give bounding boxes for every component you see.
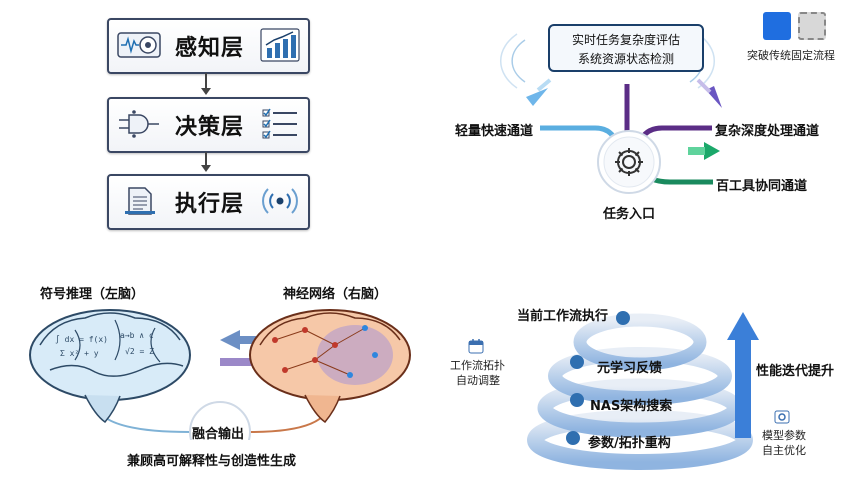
symbolic-brain-icon: ∫ dx = f(x) Σ x² + y a→b ∧ c √2 = Z	[29, 309, 191, 424]
brains-caption: 兼顾高可解释性与创造性生成	[127, 454, 297, 469]
tool-arrow-icon	[704, 142, 720, 160]
signal-broadcast-icon	[262, 188, 298, 214]
arrow-perception-to-decision	[201, 73, 211, 95]
model-label-2: 自主优化	[762, 444, 806, 457]
routing-diagram	[500, 33, 722, 194]
model-label-1: 模型参数	[762, 429, 806, 442]
svg-text:a→b ∧ c: a→b ∧ c	[120, 331, 154, 340]
model-settings-icon	[774, 410, 790, 424]
legend-blue-square	[763, 12, 791, 40]
workflow-label-2: 自动调整	[456, 374, 500, 387]
workflow-label-1: 工作流拓扑	[450, 359, 505, 372]
sensor-wave-icon	[117, 32, 161, 58]
symbolic-title: 符号推理（左脑）	[40, 287, 145, 302]
monitor-box: 实时任务复杂度评估 系统资源状态检测	[548, 24, 704, 72]
neural-title: 神经网络（右脑）	[283, 287, 388, 302]
improve-label: 性能迭代提升	[756, 364, 835, 379]
execution-layer-label: 执行层	[175, 192, 245, 217]
fast-channel-label: 轻量快速通道	[455, 124, 534, 139]
spiral-params-label: 参数/拓扑重构	[588, 436, 671, 451]
svg-text:√2 = Z: √2 = Z	[125, 347, 154, 356]
entry-label: 任务入口	[603, 207, 656, 222]
fast-arrow-icon	[526, 88, 548, 106]
neural-brain-icon	[249, 309, 411, 424]
bar-chart-icon	[260, 28, 300, 62]
workflow-calendar-icon	[468, 339, 484, 354]
gear-icon	[615, 148, 643, 176]
spiral-nas-label: NAS架构搜索	[590, 399, 673, 414]
monitor-line-2: 系统资源状态检测	[577, 52, 674, 66]
brains-illustration: ∫ dx = f(x) Σ x² + y a→b ∧ c √2 = Z	[29, 309, 411, 440]
legend-gray-square	[798, 12, 826, 40]
fusion-label: 融合输出	[192, 427, 245, 442]
upward-arrow-icon	[727, 312, 759, 438]
svg-text:∫ dx = f(x): ∫ dx = f(x)	[55, 335, 108, 344]
decision-layer-box: 决策层	[107, 97, 310, 153]
decision-layer-label: 决策层	[175, 115, 245, 140]
perception-layer-label: 感知层	[175, 36, 245, 61]
arrow-decision-to-execution	[201, 152, 211, 172]
spiral-meta-label: 元学习反馈	[597, 361, 663, 376]
perception-layer-box: 感知层	[107, 18, 310, 74]
logic-gate-icon	[119, 110, 159, 138]
checklist-icon	[262, 108, 297, 139]
tool-channel-label: 百工具协同通道	[716, 179, 808, 194]
spiral-current-label: 当前工作流执行	[517, 309, 609, 324]
deep-channel-label: 复杂深度处理通道	[715, 124, 820, 139]
spiral-diagram	[527, 311, 759, 470]
document-icon	[125, 187, 155, 215]
execution-layer-box: 执行层	[107, 174, 310, 230]
legend-label: 突破传统固定流程	[747, 49, 835, 62]
svg-text:Σ x² + y: Σ x² + y	[60, 349, 99, 358]
monitor-line-1: 实时任务复杂度评估	[571, 33, 680, 47]
